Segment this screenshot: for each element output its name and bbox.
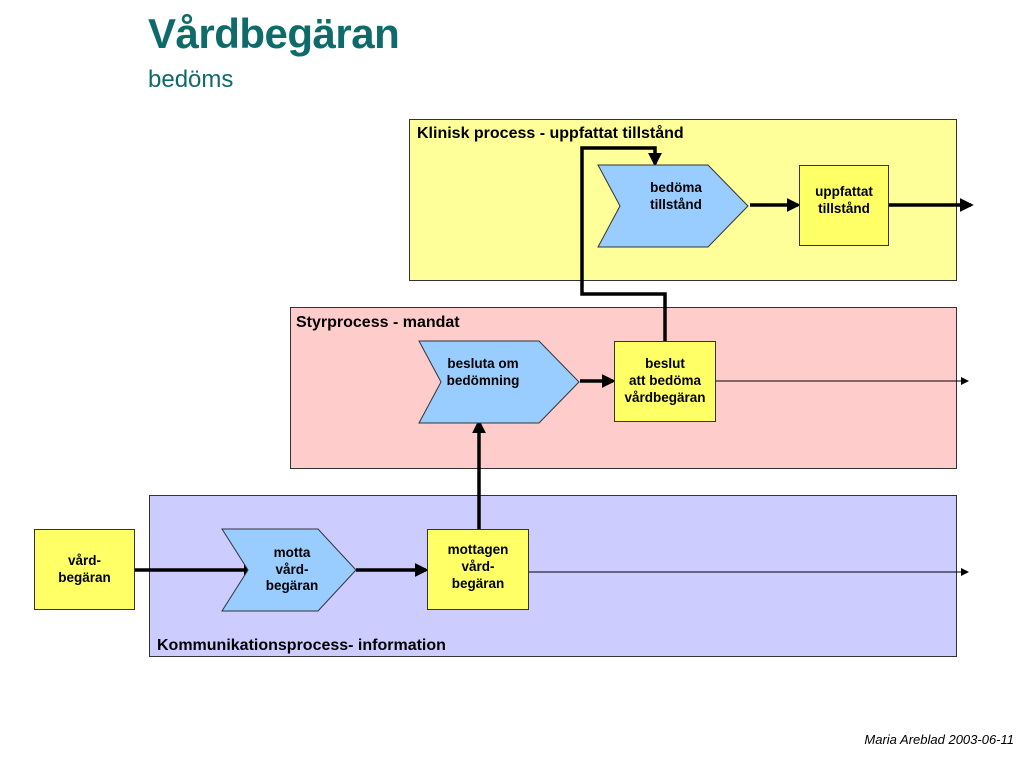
activity-receive-label: motta vård- begäran — [265, 544, 319, 594]
activity-decide-assessment: besluta om bedömning — [418, 340, 580, 424]
object-received-request: mottagen vård- begäran — [427, 529, 529, 610]
object-care-request: vård- begäran — [34, 529, 135, 610]
lane-clinical-label: Klinisk process - uppfattat tillstånd — [417, 125, 684, 142]
object-perceived-condition: uppfattat tillstånd — [799, 165, 889, 246]
page-title: Vårdbegäran — [148, 10, 400, 57]
object-decision: beslut att bedöma vårdbegäran — [614, 341, 716, 422]
activity-decide-label: besluta om bedömning — [446, 356, 520, 388]
page-subtitle: bedöms — [148, 66, 234, 93]
lane-communication-label: Kommunikationsprocess- information — [157, 637, 446, 654]
activity-assess-condition: bedöma tillstånd — [597, 164, 749, 248]
author-date-footer: Maria Areblad 2003-06-11 — [864, 732, 1014, 747]
lane-control-label: Styrprocess - mandat — [296, 314, 460, 331]
activity-receive-request: motta vård- begäran — [221, 528, 357, 612]
chevron-shape — [597, 164, 749, 248]
chevron-shape — [221, 528, 357, 612]
activity-assess-label: bedöma tillstånd — [650, 180, 702, 212]
chevron-shape — [418, 340, 580, 424]
